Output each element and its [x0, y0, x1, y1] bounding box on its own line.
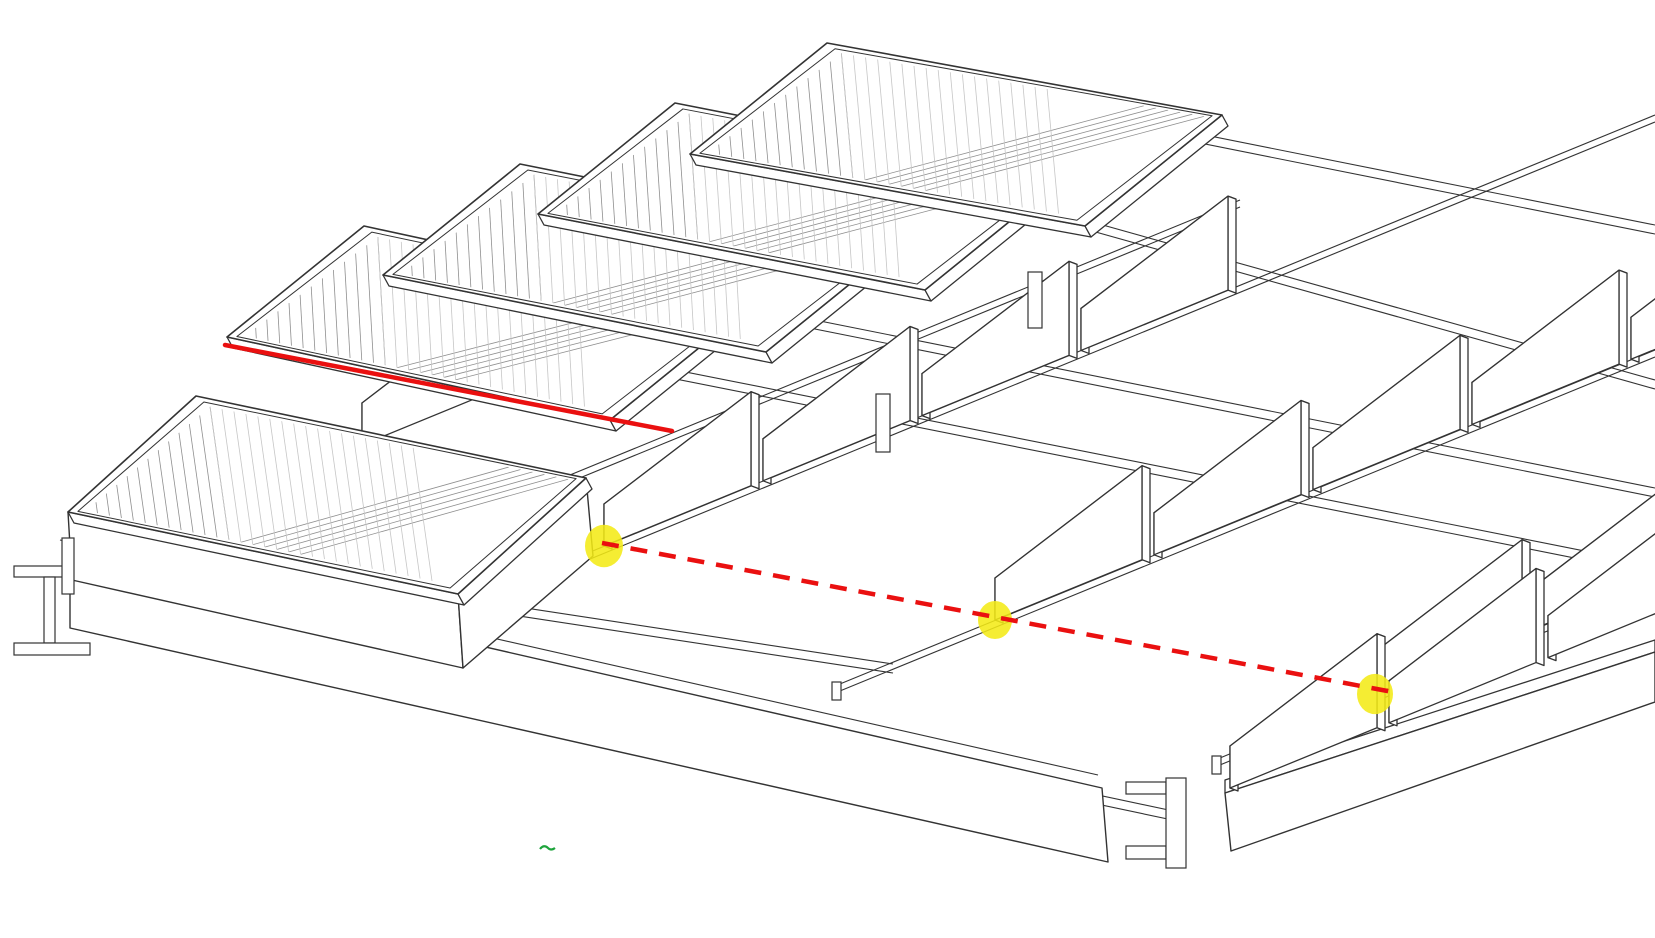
rail-end-cap	[1211, 755, 1222, 775]
support-end-face	[909, 325, 919, 425]
highlight-dot-3	[1357, 673, 1393, 715]
support-end-face	[1459, 334, 1469, 434]
fascia-top-band	[1224, 639, 1655, 794]
right-fascia-beam	[1224, 639, 1655, 852]
panel-support-post-2	[1027, 271, 1043, 329]
support-web	[762, 325, 911, 482]
support-web	[1471, 269, 1620, 426]
module-mesh-panel-mesh	[95, 406, 569, 582]
support-end-face	[1068, 260, 1078, 360]
panel-support-post-1	[875, 393, 891, 453]
fascia-face	[1224, 651, 1655, 852]
rail-end-cap	[831, 681, 842, 701]
layer-annotations	[222, 342, 1399, 851]
floating-mesh-panel-4	[689, 42, 1229, 238]
module-corner-post	[61, 537, 75, 595]
sawtooth-support-row-front	[1229, 533, 1655, 792]
channel-bottom-flange	[1125, 845, 1167, 860]
channel-top-flange	[1125, 781, 1167, 795]
i-beam-web	[43, 576, 56, 644]
annotation-red-solid-line	[222, 342, 675, 434]
support-web	[1312, 334, 1461, 491]
annotation-red-dashed-line	[601, 540, 1399, 696]
highlight-dot-1	[585, 524, 623, 568]
support-web	[1080, 195, 1229, 352]
green-tick-mark	[539, 845, 556, 851]
mounted-mesh-panel-module	[61, 395, 594, 669]
sawtooth-support-row-2	[994, 269, 1655, 624]
cross-beam-1	[499, 334, 1655, 575]
layer-floating-panels	[226, 42, 1229, 432]
module-mesh-panel	[67, 395, 593, 606]
edge-channel-end	[1125, 777, 1187, 869]
support-end-face	[1141, 465, 1151, 564]
channel-web	[1165, 777, 1187, 869]
support-web	[1630, 298, 1655, 360]
support-end-face	[1618, 269, 1628, 368]
floating-mesh-panel-4-mesh	[718, 53, 1205, 214]
support-web	[1547, 533, 1655, 659]
highlight-dot-2	[978, 600, 1012, 640]
i-beam-end-profile	[13, 565, 91, 656]
module-mesh-panel-frame-inner	[77, 401, 577, 589]
support-web	[1229, 633, 1378, 789]
i-beam-bottom-flange	[13, 642, 91, 656]
layer-mounted-panel	[61, 395, 594, 669]
support-end-face	[1227, 195, 1237, 294]
floating-mesh-panel-4-frame-inner	[699, 48, 1213, 221]
support-web	[1153, 399, 1302, 556]
support-end-face	[1535, 567, 1545, 667]
support-end-face	[1300, 399, 1310, 499]
layer-front-edge-members	[13, 533, 1655, 869]
support-end-face	[750, 391, 760, 490]
support-web	[1388, 567, 1537, 724]
